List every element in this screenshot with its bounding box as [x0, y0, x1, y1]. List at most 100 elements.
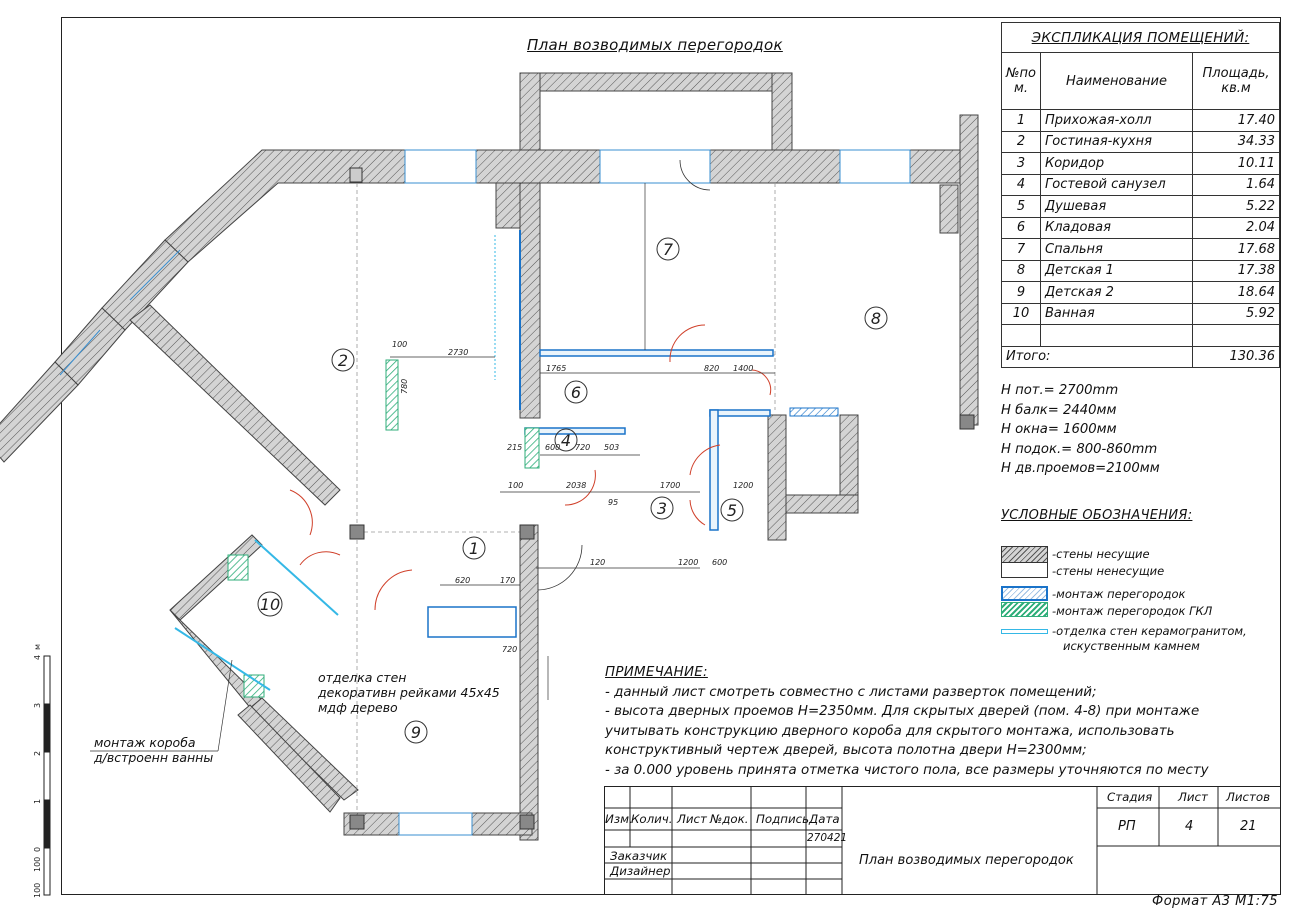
stamp-col: №док. [710, 812, 749, 826]
scale-tick: 100 [33, 857, 42, 872]
notes: ПРИМЕЧАНИЕ: - данный лист смотреть совме… [605, 663, 1255, 780]
dim: 600 [545, 443, 560, 452]
door-leaf [537, 159, 711, 591]
dim: 1200 [678, 558, 698, 567]
legend-label: -монтаж перегородок ГКЛ [1052, 604, 1213, 618]
plan-title: План возводимых перегородок [527, 36, 783, 54]
scale-bar: 4 3 2 1 0 100 100 м [33, 644, 51, 898]
dim: 100 [392, 340, 407, 349]
legend-swatch-nonbearing [1001, 562, 1048, 578]
note-line: учитывать конструкцию дверного короба дл… [605, 723, 1175, 739]
dim: 780 [400, 379, 409, 394]
floor-plan: 100 2730 780 1765 820 1400 100 2038 1700… [0, 72, 979, 898]
table-total-row: Итого: 130.36 [1001, 345, 1280, 368]
legend-title: УСЛОВНЫЕ ОБОЗНАЧЕНИЯ: [1001, 508, 1193, 523]
room-number: 2 [338, 351, 348, 370]
dim: 2730 [448, 348, 468, 357]
dim: 720 [502, 645, 517, 654]
windows [59, 149, 911, 836]
note-line: конструктивный чертеж дверей, высота пол… [605, 743, 1087, 758]
col-name: Наименование [1040, 52, 1193, 110]
dim: 620 [455, 576, 470, 585]
legend-label: -отделка стен керамогранитом, [1052, 624, 1247, 638]
scale-unit: м [33, 644, 42, 650]
explication-caption: ЭКСПЛИКАЦИЯ ПОМЕЩЕНИЙ: [1001, 22, 1280, 53]
dimension-lines [390, 183, 775, 700]
dim: 600 [712, 558, 727, 567]
legend-swatch-gkl [1001, 602, 1048, 617]
dim: 503 [604, 443, 619, 452]
total-label: Итого: [1001, 345, 1193, 368]
col-num: №по м. [1001, 52, 1041, 110]
scale-tick: 100 [33, 883, 42, 898]
legend-label: -монтаж перегородок [1052, 587, 1186, 601]
stamp-date: 270421 [807, 832, 848, 844]
room-number: 1 [469, 539, 479, 558]
scale-tick: 3 [33, 703, 42, 708]
stamp-col: Колич. [631, 812, 673, 826]
scale-tick: 1 [33, 799, 42, 804]
dim: 1700 [660, 481, 680, 490]
stamp-customer: Заказчик [610, 849, 668, 863]
height-item: H пот.= 2700mm [1001, 383, 1119, 398]
note-line: - за 0.000 уровень принята отметка чисто… [605, 762, 1209, 778]
format-label: Формат А3 М1:75 [1152, 894, 1279, 909]
annotation-walls-finish: мдф дерево [318, 700, 398, 715]
stamp-col: Дата [809, 812, 840, 826]
scale-tick: 2 [33, 751, 42, 756]
dim: 1765 [546, 364, 566, 373]
stamp-stage: РП [1118, 819, 1136, 834]
room-number: 8 [871, 309, 881, 328]
note-line: - высота дверных проемов H=2350мм. Для с… [605, 704, 1200, 719]
dim: 1200 [733, 481, 753, 490]
col-area: Площадь, кв.м [1192, 52, 1280, 110]
stamp-designer: Дизайнер [610, 864, 671, 878]
room-number: 10 [260, 595, 280, 614]
stamp-stage-label: Стадия [1107, 790, 1153, 804]
stamp-sheet: 4 [1185, 819, 1194, 834]
stamp-sheets-label: Листов [1226, 790, 1271, 804]
partitions [174, 230, 839, 698]
notes-title: ПРИМЕЧАНИЕ: [605, 665, 708, 680]
dim: 1400 [733, 364, 753, 373]
dimension-texts: 100 2730 780 1765 820 1400 100 2038 1700… [392, 340, 753, 654]
room-number: 6 [571, 383, 581, 402]
room-number: 4 [561, 431, 571, 450]
dim: 120 [590, 558, 605, 567]
dim: 170 [500, 576, 515, 585]
stamp-col: Лист [677, 812, 707, 826]
room-numbers [257, 237, 888, 744]
stamp-title: План возводимых перегородок [859, 853, 1074, 868]
dim: 820 [704, 364, 719, 373]
doors [289, 324, 772, 611]
room-number: 5 [727, 501, 737, 520]
room-number: 3 [657, 499, 667, 518]
scale-tick: 0 [33, 847, 42, 852]
annotation-bath-box: д/встроенн ванны [93, 750, 213, 765]
room-number: 7 [663, 240, 674, 259]
stamp-col: Изм. [605, 812, 633, 826]
height-item: H балк= 2440мм [1001, 402, 1117, 418]
legend-label: искуственным камнем [1063, 639, 1200, 653]
note-line: - данный лист смотреть совместно с листа… [605, 684, 1097, 700]
heights-list: H пот.= 2700mm H балк= 2440мм H окна= 16… [1001, 381, 1160, 479]
explication-table: ЭКСПЛИКАЦИЯ ПОМЕЩЕНИЙ: №по м. Наименован… [1001, 22, 1280, 368]
annotations: отделка стен декоративн рейками 45х45 мд… [93, 670, 500, 765]
dim: 215 [507, 443, 522, 452]
legend-swatch-partition [1001, 586, 1048, 601]
total-value: 130.36 [1192, 345, 1280, 368]
height-item: H дв.проемов=2100мм [1001, 461, 1160, 476]
table-row-empty [1001, 324, 1280, 347]
legend-label: -стены ненесущие [1052, 564, 1165, 578]
stamp-col: Подпись [756, 812, 810, 826]
stamp-sheet-label: Лист [1178, 790, 1208, 804]
